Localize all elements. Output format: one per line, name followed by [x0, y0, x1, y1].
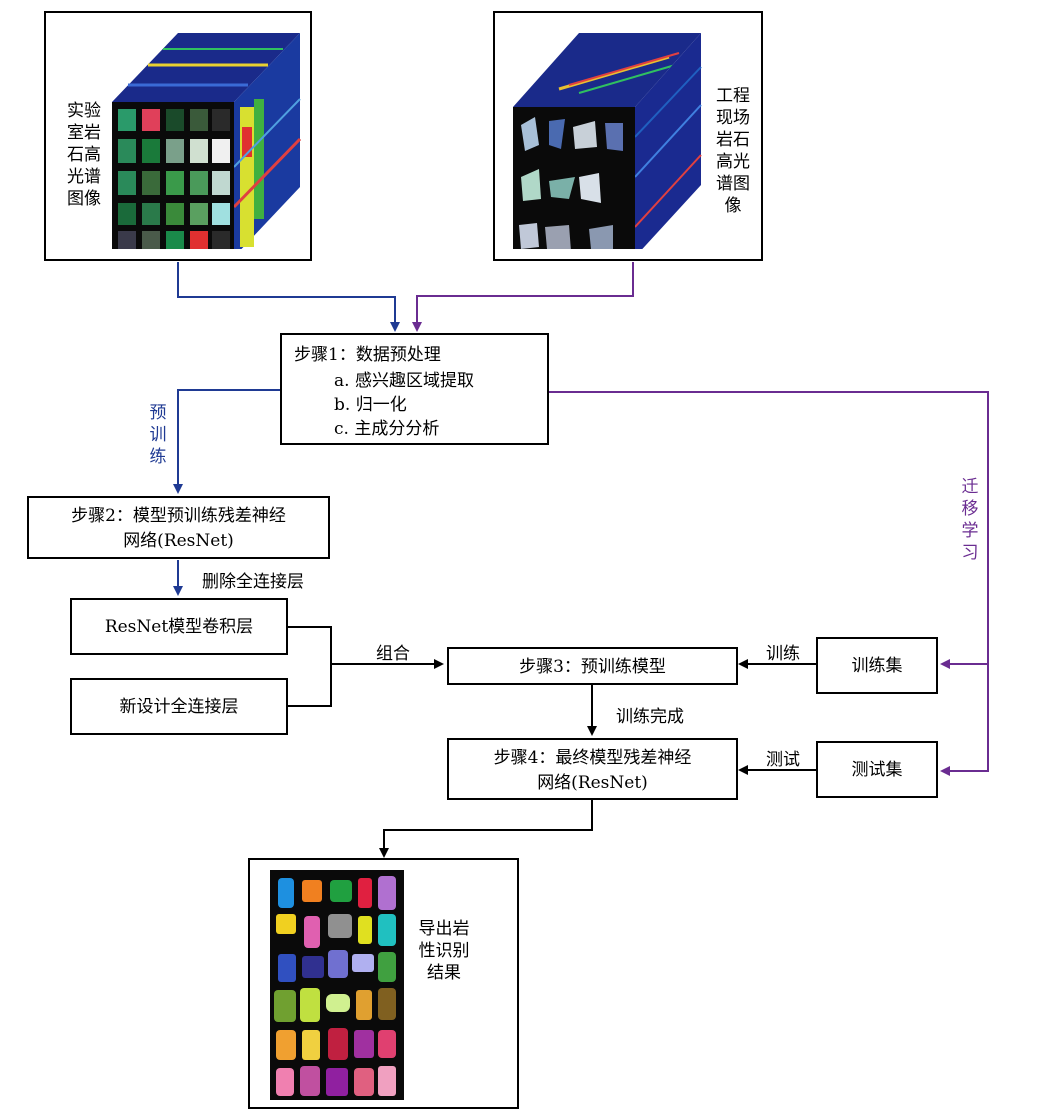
lab-hyperspectral-cube-image [112, 33, 302, 249]
lab-image-box: 实验室岩石高光谱图像 [44, 11, 312, 261]
step4-line2: 网络(ResNet) [537, 773, 648, 793]
step4-line1: 步骤4：最终模型残差神经 [493, 748, 692, 768]
train-done-label: 训练完成 [616, 707, 684, 727]
train-set-label: 训练集 [851, 656, 903, 676]
edge-field-to-step1 [412, 262, 634, 332]
combine-label: 组合 [376, 644, 410, 664]
conv-layer-box: ResNet模型卷积层 [70, 598, 288, 655]
step1-item-b: b. 归一化 [334, 395, 407, 415]
lab-image-label: 实验室岩石高光谱图像 [67, 101, 101, 209]
step1-title: 步骤1：数据预处理 [294, 345, 441, 365]
result-box: 导出岩性识别结果 [248, 858, 519, 1109]
fc-layer-box: 新设计全连接层 [70, 678, 288, 735]
test-edge-label: 测试 [766, 750, 800, 770]
field-hyperspectral-cube-image [513, 33, 702, 249]
edge-step1-transfer [548, 391, 989, 772]
field-image-label: 工程现场岩石高光谱图像 [716, 86, 750, 216]
step3-label: 步骤3：预训练模型 [519, 657, 666, 677]
edge-conv-combine [287, 626, 332, 707]
pretrain-label: 预训练 [149, 403, 167, 467]
step2-line1: 步骤2：模型预训练残差神经 [71, 506, 286, 526]
edge-step1-to-step2 [173, 389, 280, 494]
result-label: 导出岩性识别结果 [418, 919, 470, 983]
train-edge-label: 训练 [766, 644, 800, 664]
edge-step4-to-result [379, 800, 593, 858]
step1-box: 步骤1：数据预处理 a. 感兴趣区域提取 b. 归一化 c. 主成分分析 [280, 333, 549, 445]
conv-layer-label: ResNet模型卷积层 [104, 617, 254, 637]
transfer-learning-label: 迁移学习 [961, 477, 979, 563]
edge-lab-to-step1 [177, 262, 400, 332]
lithology-result-image [270, 870, 404, 1100]
test-set-label: 测试集 [851, 760, 903, 780]
step2-line2: 网络(ResNet) [123, 531, 234, 551]
step4-box: 步骤4：最终模型残差神经 网络(ResNet) [447, 738, 738, 800]
test-set-box: 测试集 [816, 741, 938, 798]
fc-layer-label: 新设计全连接层 [119, 697, 239, 717]
step1-item-c: c. 主成分分析 [334, 419, 440, 439]
delete-fc-label: 删除全连接层 [202, 572, 304, 592]
step2-box: 步骤2：模型预训练残差神经 网络(ResNet) [27, 496, 330, 559]
field-image-box: 工程现场岩石高光谱图像 [493, 11, 763, 261]
step3-box: 步骤3：预训练模型 [447, 647, 738, 685]
train-set-box: 训练集 [816, 637, 938, 694]
step1-item-a: a. 感兴趣区域提取 [334, 371, 474, 391]
